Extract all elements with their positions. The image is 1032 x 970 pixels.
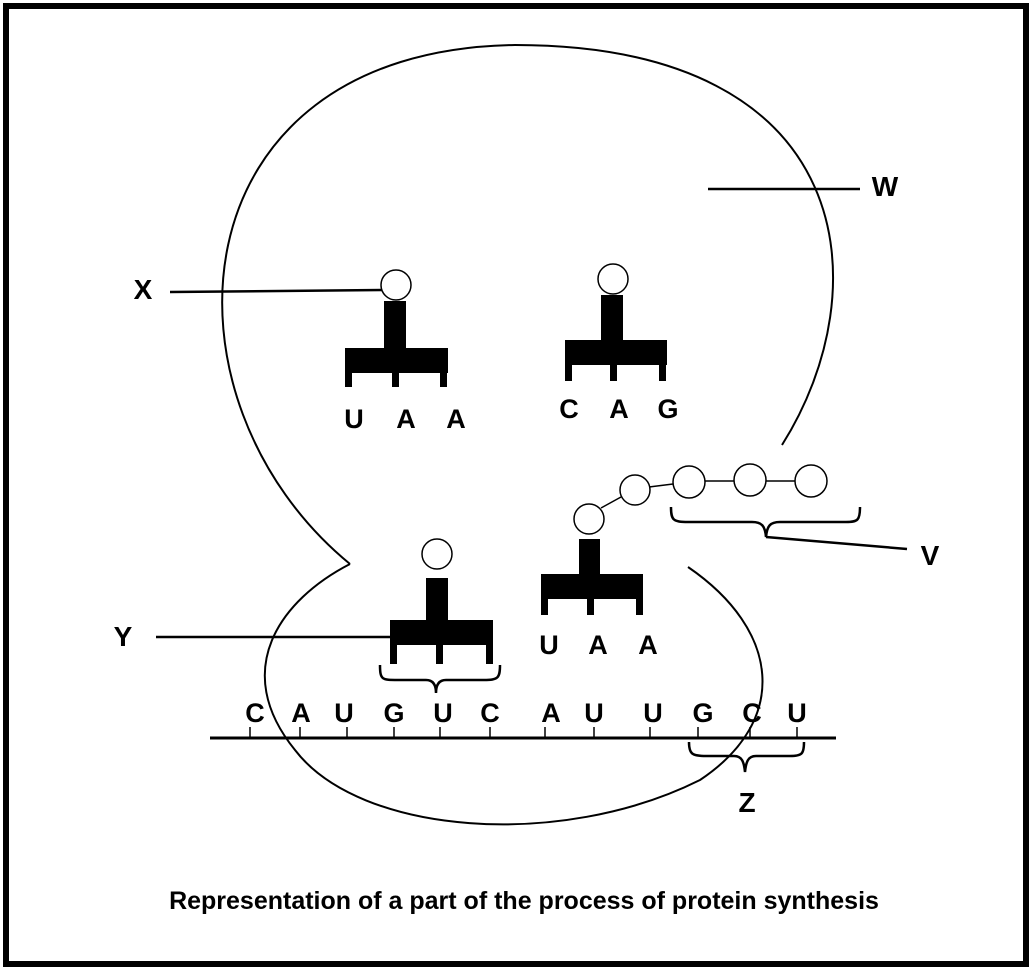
label-v: V — [921, 540, 940, 571]
trna-leg — [390, 644, 397, 664]
trna-stem — [601, 295, 623, 341]
mrna-base: G — [692, 698, 713, 728]
trna-stem — [426, 578, 448, 621]
trna-leg — [587, 598, 594, 615]
brace-v — [669, 506, 862, 538]
amino-acid-circle — [794, 464, 828, 498]
trna-bar — [345, 348, 448, 373]
anticodon-base: U — [539, 630, 559, 660]
mrna-base: C — [742, 698, 762, 728]
anticodon-base: C — [559, 394, 579, 424]
amino-acid-circle — [597, 263, 629, 295]
trna-leg — [565, 364, 572, 381]
label-w: W — [872, 171, 899, 202]
peptide-bond — [648, 483, 674, 488]
mrna-base: U — [433, 698, 453, 728]
trna-leg — [610, 364, 617, 381]
anticodon-base: A — [588, 630, 608, 660]
brace-z — [687, 741, 806, 773]
trna-upper-right: C A G — [559, 263, 679, 424]
peptide-chain — [573, 463, 828, 535]
mrna-base: U — [584, 698, 604, 728]
mrna-base: C — [245, 698, 265, 728]
caption: Representation of a part of the process … — [169, 887, 879, 915]
mrna-ticks — [249, 727, 798, 738]
mrna-base: U — [334, 698, 354, 728]
trna-upper-left: U A A — [344, 269, 466, 434]
trna-leg — [541, 598, 548, 615]
mrna-base: U — [643, 698, 663, 728]
anticodon-base: A — [609, 394, 629, 424]
mrna-base: A — [291, 698, 311, 728]
trna-stem — [384, 301, 406, 349]
leader-line-v — [765, 535, 908, 551]
anticodon-base: A — [638, 630, 658, 660]
anticodon-base: A — [446, 404, 466, 434]
mrna-base: U — [787, 698, 807, 728]
trna-bar — [541, 574, 643, 599]
trna-leg — [486, 644, 493, 664]
trna-stem — [579, 539, 600, 575]
trna-lower-right: U A A — [539, 539, 658, 660]
amino-acid-circle — [733, 463, 767, 497]
amino-acid-circle — [421, 538, 453, 570]
anticodon-base: U — [344, 404, 364, 434]
amino-acid-circle — [672, 465, 706, 499]
mrna-base: A — [541, 698, 561, 728]
mrna-base: C — [480, 698, 500, 728]
trna-leg — [392, 372, 399, 387]
amino-acid-circle — [380, 269, 412, 301]
ribosome-outline — [221, 43, 835, 826]
trna-bar — [565, 340, 667, 365]
trna-leg — [659, 364, 666, 381]
trna-leg — [436, 644, 443, 664]
label-x: X — [134, 274, 153, 305]
anticodon-base: G — [657, 394, 678, 424]
trna-leg — [440, 372, 447, 387]
amino-acid-circle — [619, 474, 651, 506]
amino-acid-circle — [573, 503, 605, 535]
trna-leg — [345, 372, 352, 387]
label-z: Z — [738, 787, 755, 818]
label-y: Y — [114, 621, 133, 652]
brace-y — [378, 664, 502, 694]
trna-leg — [636, 598, 643, 615]
anticodon-base: A — [396, 404, 416, 434]
leader-line-x — [169, 288, 383, 294]
mrna-base: G — [383, 698, 404, 728]
peptide-bond — [600, 496, 622, 509]
trna-bar — [390, 620, 493, 645]
frame-border — [3, 3, 1029, 967]
mrna-strand: C A U G U C A U U G C U — [210, 698, 836, 740]
trna-lower-left — [390, 538, 493, 664]
